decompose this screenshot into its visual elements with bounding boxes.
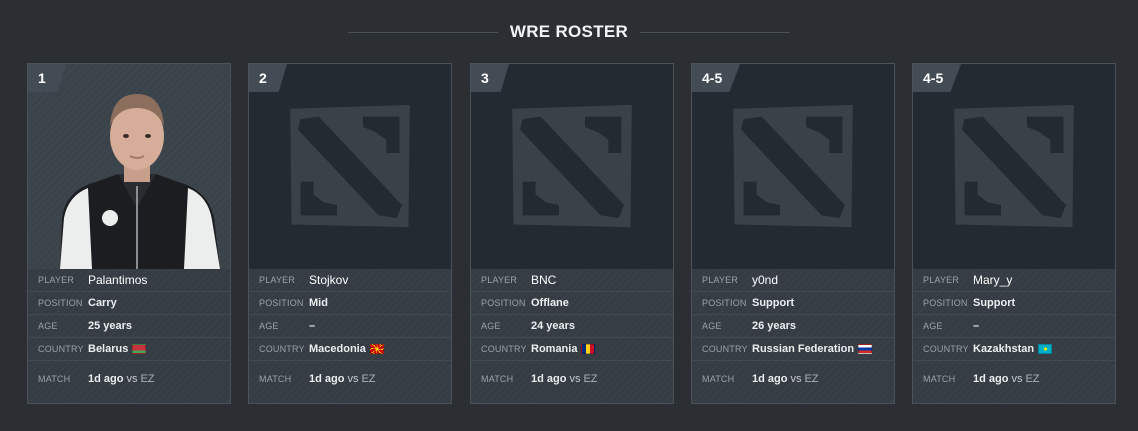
- dota-logo-placeholder-icon: [290, 104, 410, 228]
- position-row: POSITION Carry: [28, 292, 230, 315]
- age-row: AGE 26 years: [692, 315, 894, 338]
- age-row: AGE 24 years: [471, 315, 673, 338]
- age-row: AGE –: [913, 315, 1115, 338]
- player-position: Mid: [309, 297, 328, 309]
- roster-title: WRE ROSTER: [509, 22, 629, 41]
- match-time: 1d ago: [309, 373, 345, 385]
- player-info: PLAYER BNC POSITION Offlane AGE 24 years…: [471, 269, 673, 403]
- player-card[interactable]: 4-5 PLAYER y0nd POSITION Support AGE 26 …: [691, 63, 895, 404]
- player-info: PLAYER Stojkov POSITION Mid AGE – COUNTR…: [249, 269, 451, 403]
- player-info: PLAYER Mary_y POSITION Support AGE – COU…: [913, 269, 1115, 403]
- player-photo-area: [471, 64, 673, 269]
- player-name[interactable]: Palantimos: [88, 273, 148, 287]
- player-card[interactable]: 3 PLAYER BNC POSITION Offlane AGE 24 yea…: [470, 63, 674, 404]
- macedonia-flag-icon: [369, 344, 384, 354]
- country-row: COUNTRY Macedonia: [249, 338, 451, 361]
- player-country: Russian Federation: [752, 343, 855, 355]
- roster-header: WRE ROSTER: [0, 18, 1138, 46]
- player-info: PLAYER y0nd POSITION Support AGE 26 year…: [692, 269, 894, 403]
- match-row: MATCH 1d ago vs EZ: [923, 373, 1040, 385]
- player-name[interactable]: Mary_y: [973, 273, 1013, 287]
- position-row: POSITION Offlane: [471, 292, 673, 315]
- country-row: COUNTRY Russian Federation: [692, 338, 894, 361]
- dota-logo-placeholder-icon: [733, 104, 853, 228]
- player-country: Romania: [531, 343, 578, 355]
- player-card[interactable]: 2 PLAYER Stojkov POSITION Mid AGE – COUN…: [248, 63, 452, 404]
- opponent-link[interactable]: EZ: [804, 373, 819, 385]
- match-row: MATCH 1d ago vs EZ: [38, 373, 155, 385]
- opponent-link[interactable]: EZ: [583, 373, 598, 385]
- player-name[interactable]: y0nd: [752, 273, 779, 287]
- player-age: 26 years: [752, 320, 797, 332]
- header-divider-right: [640, 31, 791, 33]
- player-photo-area: [692, 64, 894, 269]
- country-row: COUNTRY Belarus: [28, 338, 230, 361]
- player-country: Belarus: [88, 343, 129, 355]
- match-row: MATCH 1d ago vs EZ: [481, 373, 598, 385]
- player-age: 24 years: [531, 320, 576, 332]
- match-row: MATCH 1d ago vs EZ: [702, 373, 819, 385]
- country-row: COUNTRY Kazakhstan: [913, 338, 1115, 361]
- player-name[interactable]: Stojkov: [309, 273, 349, 287]
- player-country: Macedonia: [309, 343, 366, 355]
- match-time: 1d ago: [752, 373, 788, 385]
- header-divider-left: [347, 31, 498, 33]
- player-age: –: [973, 320, 980, 332]
- match-time: 1d ago: [88, 373, 124, 385]
- player-photo-area: [913, 64, 1115, 269]
- match-time: 1d ago: [531, 373, 567, 385]
- player-age: 25 years: [88, 320, 133, 332]
- player-row: PLAYER Stojkov: [249, 269, 451, 292]
- player-position: Support: [752, 297, 795, 309]
- player-position: Offlane: [531, 297, 569, 309]
- player-name[interactable]: BNC: [531, 273, 557, 287]
- player-photo: [60, 94, 220, 269]
- opponent-link[interactable]: EZ: [140, 373, 155, 385]
- player-card[interactable]: 4-5 PLAYER Mary_y POSITION Support AGE –…: [912, 63, 1116, 404]
- position-row: POSITION Mid: [249, 292, 451, 315]
- dota-logo-placeholder-icon: [512, 104, 632, 228]
- age-row: AGE 25 years: [28, 315, 230, 338]
- country-row: COUNTRY Romania: [471, 338, 673, 361]
- player-row: PLAYER y0nd: [692, 269, 894, 292]
- player-position: Carry: [88, 297, 117, 309]
- position-row: POSITION Support: [692, 292, 894, 315]
- player-card[interactable]: 1 PLAYER Palantimos POSITION Carry AGE 2…: [27, 63, 231, 404]
- match-row: MATCH 1d ago vs EZ: [259, 373, 376, 385]
- kazakhstan-flag-icon: [1038, 344, 1053, 354]
- player-photo-area: [249, 64, 451, 269]
- dota-logo-placeholder-icon: [954, 104, 1074, 228]
- player-row: PLAYER BNC: [471, 269, 673, 292]
- opponent-link[interactable]: EZ: [1025, 373, 1040, 385]
- player-info: PLAYER Palantimos POSITION Carry AGE 25 …: [28, 269, 230, 403]
- player-row: PLAYER Palantimos: [28, 269, 230, 292]
- position-row: POSITION Support: [913, 292, 1115, 315]
- opponent-link[interactable]: EZ: [361, 373, 376, 385]
- player-row: PLAYER Mary_y: [913, 269, 1115, 292]
- player-age: –: [309, 320, 316, 332]
- age-row: AGE –: [249, 315, 451, 338]
- player-photo-area: [28, 64, 230, 269]
- player-position: Support: [973, 297, 1016, 309]
- match-time: 1d ago: [973, 373, 1009, 385]
- player-country: Kazakhstan: [973, 343, 1035, 355]
- romania-flag-icon: [581, 344, 596, 354]
- belarus-flag-icon: [132, 344, 147, 354]
- russia-flag-icon: [858, 344, 873, 354]
